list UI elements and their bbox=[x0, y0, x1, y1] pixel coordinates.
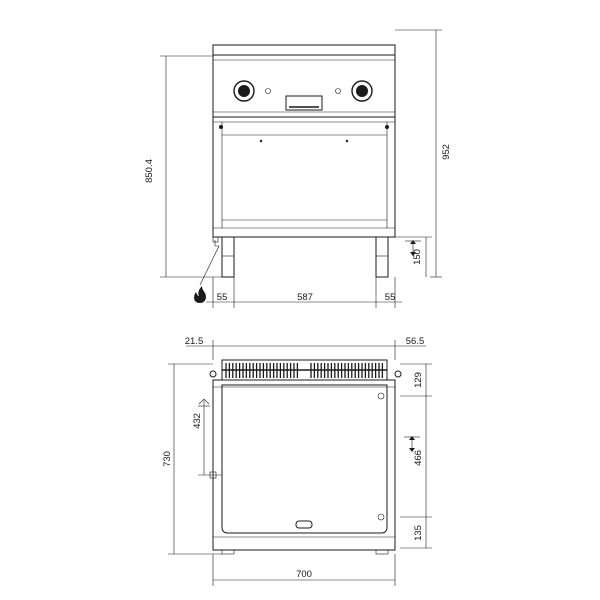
top-body bbox=[212, 379, 396, 551]
front-view: 850.4 952 150 55 587 55 bbox=[144, 29, 452, 308]
dim-bottom-port: 135 bbox=[413, 525, 424, 541]
left-leg bbox=[221, 236, 235, 278]
dim-offset-right: 56.5 bbox=[406, 336, 425, 347]
dim-water-inlet: 466 bbox=[413, 450, 424, 466]
gas-flame-icon bbox=[194, 286, 206, 303]
dim-top-to-port: 129 bbox=[413, 372, 424, 388]
dim-side-left: 55 bbox=[217, 292, 228, 303]
right-leg bbox=[375, 236, 389, 278]
dim-leg-height: 150 bbox=[412, 249, 423, 265]
dim-total-width: 700 bbox=[296, 569, 312, 580]
dim-total-height: 952 bbox=[441, 144, 452, 160]
dim-inner-height: 850.4 bbox=[144, 159, 155, 183]
dim-gas-inlet-depth: 432 bbox=[192, 413, 203, 429]
dim-offset-left: 21.5 bbox=[185, 336, 204, 347]
left-control-knob bbox=[233, 80, 271, 102]
dim-side-right: 55 bbox=[385, 292, 396, 303]
top-view: 21.5 56.5 432 730 bbox=[162, 336, 432, 586]
griddle-plate bbox=[212, 44, 396, 55]
water-inlet-arrow-icon bbox=[405, 240, 421, 256]
cooking-surface bbox=[221, 384, 388, 534]
gas-pipe bbox=[199, 240, 220, 286]
right-control-knob bbox=[335, 80, 373, 102]
dim-total-depth: 730 bbox=[162, 451, 173, 467]
drip-tray-handle bbox=[285, 95, 323, 111]
dim-width-inner: 587 bbox=[297, 292, 313, 303]
drain-outlet bbox=[295, 520, 313, 529]
gas-inlet-arrow-icon bbox=[198, 398, 210, 407]
water-outlet-arrow-icon bbox=[404, 436, 420, 452]
base-cabinet bbox=[212, 116, 396, 238]
